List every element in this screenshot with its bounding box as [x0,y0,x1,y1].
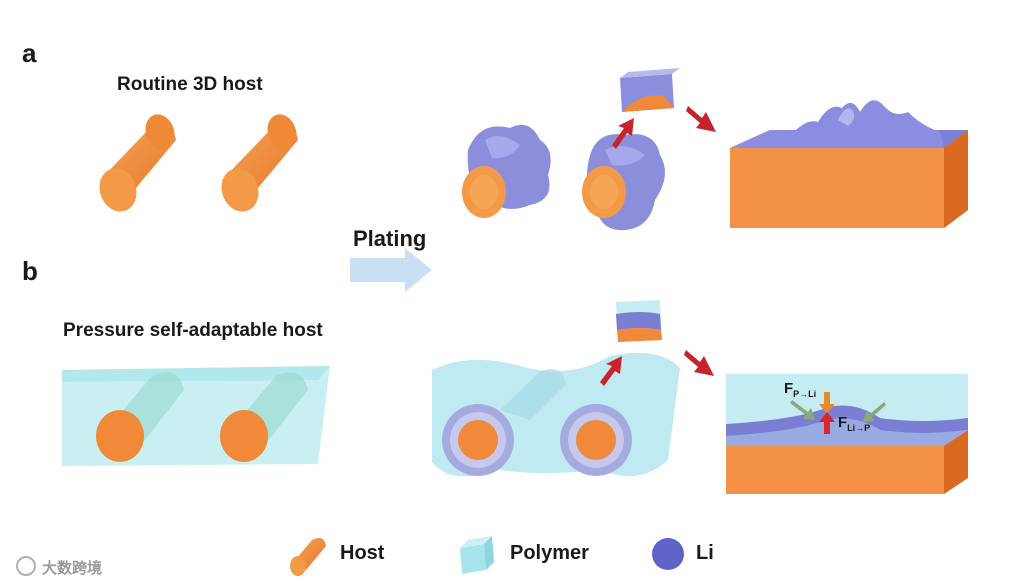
routine-host-cylinder-2 [221,114,298,212]
result-block-a [730,100,968,228]
legend-li-label: Li [696,542,714,564]
legend-li-icon [652,538,684,570]
red-arrow-b1 [600,356,622,386]
red-arrow-a1 [612,118,634,149]
force-label-p-li: FP→Li [784,380,817,399]
legend-host-label: Host [340,542,385,564]
routine-host-cylinder-1 [99,114,176,212]
legend-host-icon [290,538,326,576]
force-arrow-left [790,400,815,420]
plated-cylinder-dendrite-1 [462,124,551,218]
panel-label-a: a [22,38,37,68]
force-arrow-down [819,392,835,414]
adaptable-plated-block [432,352,680,477]
plating-arrow [350,248,432,292]
legend-polymer-icon [460,536,494,574]
force-label-li-p: FLi→P [838,414,871,433]
zoom-section-b [616,300,662,342]
plated-cylinder-dendrite-2 [582,134,665,231]
red-arrow-a2 [686,106,716,132]
process-label: Plating [353,226,427,251]
watermark-icon [16,556,36,576]
result-block-b [726,374,968,494]
legend-polymer-label: Polymer [510,542,589,564]
force-arrow-right [863,402,886,422]
watermark-text: 大数跨境 [42,560,103,577]
panel-label-b: b [22,256,38,286]
adaptable-host-block [62,366,330,466]
panel-title-a: Routine 3D host [117,74,263,95]
zoom-section-a [620,68,680,112]
red-arrow-b2 [684,350,714,376]
force-arrow-up [819,412,835,434]
panel-title-b: Pressure self-adaptable host [63,320,323,341]
